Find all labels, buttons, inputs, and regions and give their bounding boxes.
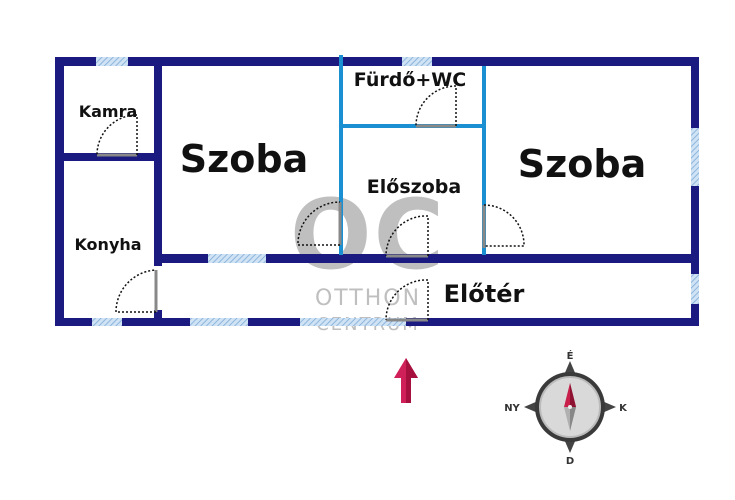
- wall-left: [55, 57, 64, 326]
- inner-walls: [55, 57, 699, 326]
- watermark-logo: OC: [290, 179, 446, 291]
- window-furdo: [402, 57, 432, 66]
- bathroom-partitions: [339, 55, 486, 255]
- doors: [96, 85, 525, 322]
- wall-kamra-right: [154, 57, 162, 161]
- door-szoba-left: [297, 201, 342, 246]
- partition-right: [482, 66, 486, 255]
- compass-west: NY: [504, 403, 520, 414]
- up-arrow-icon: [394, 358, 418, 403]
- partition-middle: [339, 124, 486, 128]
- label-eloter: Előtér: [444, 280, 525, 308]
- door-entrance: [385, 279, 429, 322]
- windows: [92, 57, 699, 326]
- wall-top: [55, 57, 699, 66]
- window-right-szoba: [691, 128, 699, 186]
- room-labels: Kamra Konyha Szoba Fürdő+WC Előszoba Szo…: [74, 69, 646, 308]
- label-szoba-left: Szoba: [180, 137, 308, 181]
- door-eloszoba: [385, 215, 429, 258]
- window-bottom-2: [190, 318, 248, 326]
- label-konyha: Konyha: [74, 235, 141, 254]
- label-eloszoba: Előszoba: [367, 176, 461, 198]
- wall-konyha-right-top: [154, 161, 162, 266]
- label-kamra: Kamra: [79, 102, 138, 121]
- label-furdo: Fürdő+WC: [354, 69, 466, 91]
- compass-icon: [524, 361, 616, 453]
- wall-kamra-bottom: [55, 153, 162, 161]
- window-bottom-1: [92, 318, 122, 326]
- window-kamra: [96, 57, 128, 66]
- wall-right: [691, 57, 699, 326]
- door-szoba-right: [482, 204, 525, 248]
- window-bottom-3: [300, 318, 406, 326]
- watermark: OC OTTHON CENTRUM: [290, 179, 446, 335]
- compass-east: K: [619, 403, 628, 414]
- door-kamra: [96, 114, 138, 157]
- partition-left: [339, 55, 343, 255]
- window-szoba-bottom: [208, 254, 266, 263]
- door-furdo: [415, 85, 457, 128]
- watermark-line1: OTTHON: [315, 286, 421, 311]
- wall-eloter-top: [154, 254, 699, 263]
- compass-south: D: [566, 456, 574, 467]
- compass-north: É: [567, 349, 574, 362]
- wall-konyha-right-bottom: [154, 310, 162, 326]
- door-konyha: [115, 269, 158, 313]
- window-eloter-right: [691, 274, 699, 304]
- label-szoba-right: Szoba: [518, 142, 646, 186]
